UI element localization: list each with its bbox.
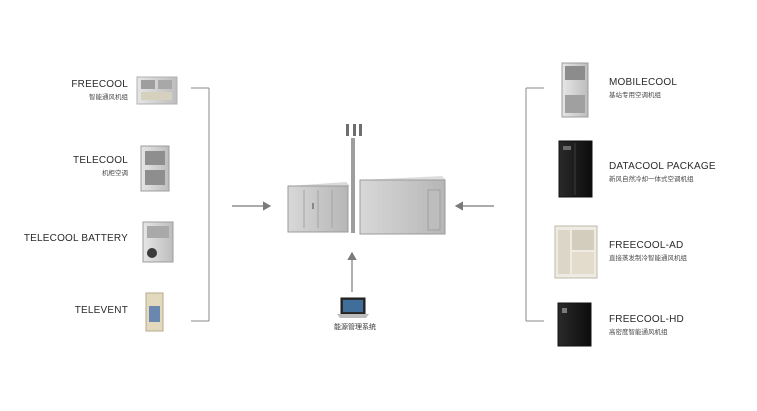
- left-unit-label-2: TELECOOL 机柜空调: [73, 155, 128, 177]
- telecool-battery-unit-image: [142, 221, 174, 263]
- freecool-unit-image: [136, 76, 178, 105]
- right-unit-label-2: DATACOOL PACKAGE 新风自然冷却一体式空调机组: [609, 161, 716, 183]
- freecool-ad-unit-image: [554, 225, 598, 279]
- left-unit-label-4: TELEVENT: [75, 305, 128, 316]
- left-unit-label-3: TELECOOL BATTERY: [24, 233, 128, 244]
- right-unit-label-3: FREECOOL-AD 直接蒸发制冷智能通风机组: [609, 240, 687, 262]
- datacool-package-unit-image: [558, 140, 593, 198]
- unit-name: FREECOOL-HD: [609, 314, 684, 325]
- unit-name: TELEVENT: [74, 305, 128, 316]
- unit-name: FREECOOL-AD: [609, 240, 684, 251]
- mobilecool-unit-image: [561, 62, 589, 118]
- unit-name: TELECOOL BATTERY: [23, 233, 128, 244]
- unit-desc: 新风自然冷却一体式空调机组: [609, 176, 694, 183]
- right-bracket: [525, 87, 544, 322]
- unit-desc: 智能通风机组: [89, 94, 128, 101]
- unit-desc: 高密度智能通风机组: [609, 329, 668, 336]
- equipment-shelter-image: [359, 176, 446, 235]
- unit-name: DATACOOL PACKAGE: [609, 161, 716, 172]
- outdoor-cabinet-image: [287, 182, 350, 233]
- unit-desc: 基站专用空调机组: [609, 92, 661, 99]
- right-unit-label-1: MOBILECOOL 基站专用空调机组: [609, 77, 677, 99]
- televent-unit-image: [145, 292, 164, 332]
- telecool-unit-image: [140, 145, 170, 192]
- unit-desc: 机柜空调: [102, 170, 128, 177]
- energy-management-label: 能源管理系统: [334, 324, 376, 331]
- unit-desc: 直接蒸发制冷智能通风机组: [609, 255, 687, 262]
- unit-name: TELECOOL: [73, 155, 128, 166]
- unit-name: FREECOOL: [71, 79, 128, 90]
- right-unit-label-4: FREECOOL-HD 高密度智能通风机组: [609, 314, 684, 336]
- freecool-hd-unit-image: [557, 302, 592, 347]
- unit-name: MOBILECOOL: [609, 77, 678, 88]
- communication-tower-image: [346, 124, 362, 233]
- left-bracket: [191, 87, 210, 322]
- laptop-icon: [337, 297, 369, 318]
- left-unit-label-1: FREECOOL 智能通风机组: [71, 79, 128, 101]
